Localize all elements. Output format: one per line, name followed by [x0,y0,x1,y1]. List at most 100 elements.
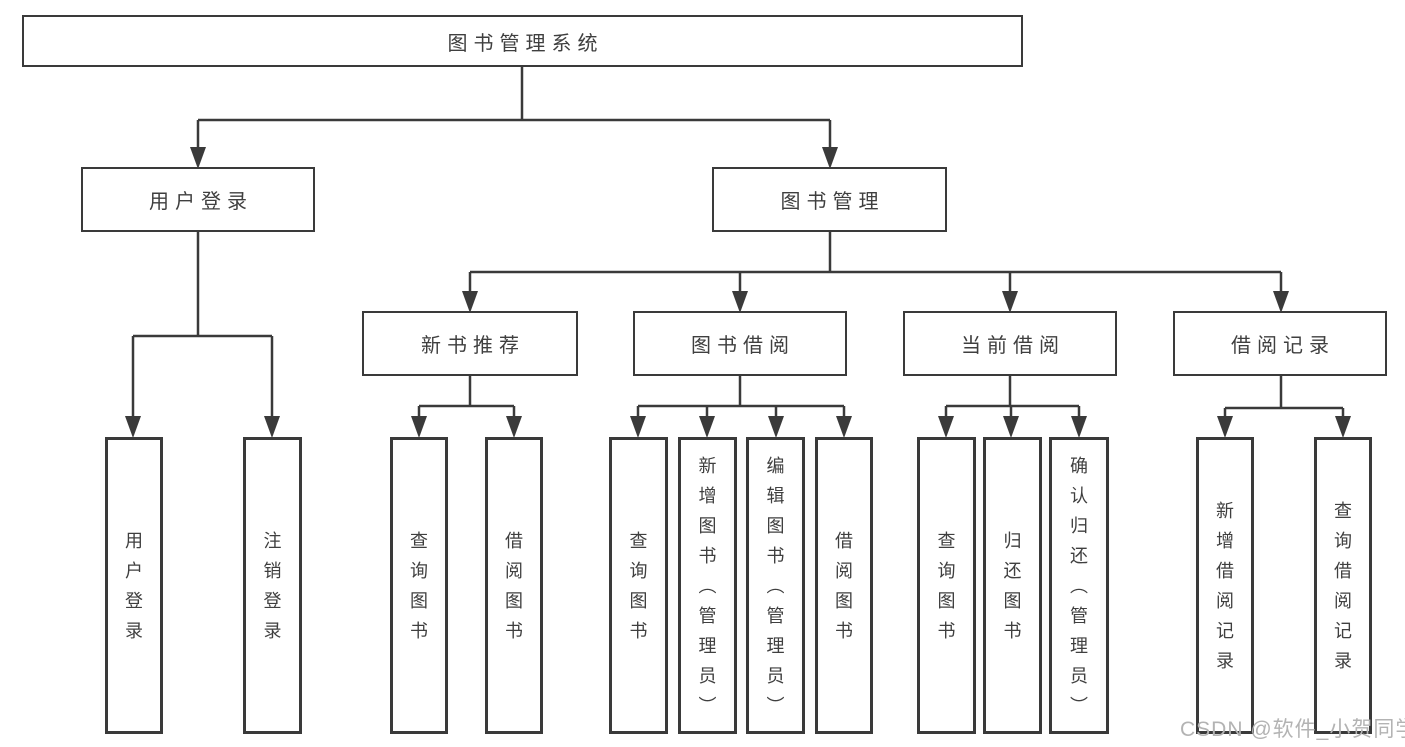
vertical-char: 书 [766,545,785,566]
vertical-char: 记 [1216,620,1234,641]
vertical-char: 图 [1003,590,1022,611]
vertical-char: 记 [1334,620,1352,641]
vertical-char: ︶ [698,695,717,716]
leaf-add-books-admin: 新增图书︵管理员︶ [678,437,737,734]
leaf-user-login: 用户登录 [105,437,163,734]
vertical-char: 书 [698,545,717,566]
vertical-char: 理 [698,635,717,656]
vertical-char: 询 [629,560,648,581]
leaf-return-books: 归还图书 [983,437,1042,734]
leaf-borrow-books-recommend: 借阅图书 [485,437,543,734]
vertical-char: 增 [698,485,717,506]
arrow-down-icon [630,416,646,438]
vertical-char: 理 [766,635,785,656]
leaf-logout: 注销登录 [243,437,302,734]
arrow-down-icon [1273,291,1289,313]
arrow-down-icon [462,291,478,313]
vertical-char: 借 [505,530,523,551]
vertical-char: 销 [263,560,282,581]
vertical-char: 管 [698,605,717,626]
arrow-down-icon [822,147,838,169]
vertical-char: 图 [410,590,428,611]
arrow-down-icon [1071,416,1087,438]
vertical-char: 注 [263,530,282,551]
vertical-char: 录 [125,620,143,641]
vertical-char: 图 [937,590,956,611]
arrow-down-icon [768,416,784,438]
vertical-char: 员 [766,665,785,686]
vertical-char: 登 [263,590,282,611]
vertical-char: 用 [125,530,143,551]
arrow-down-icon [1002,291,1018,313]
leaf-add-borrow-record: 新增借阅记录 [1196,437,1254,734]
arrowhead-icons [125,147,1351,438]
leaf-query-books-current: 查询图书 [917,437,976,734]
vertical-char: 辑 [766,485,785,506]
vertical-char: 询 [937,560,956,581]
arrow-down-icon [506,416,522,438]
arrow-down-icon [1003,416,1019,438]
vertical-char: 书 [835,620,853,641]
leaf-query-books-recommend: 查询图书 [390,437,448,734]
vertical-char: 查 [629,530,648,551]
vertical-char: ︵ [1070,575,1088,596]
vertical-char: 询 [410,560,428,581]
arrow-down-icon [190,147,206,169]
arrow-down-icon [938,416,954,438]
arrow-down-icon [732,291,748,313]
leaf-borrow-books: 借阅图书 [815,437,873,734]
vertical-char: 增 [1216,530,1234,551]
vertical-char: 阅 [1334,590,1352,611]
vertical-char: 录 [263,620,282,641]
branch-book-management: 图书管理 [712,167,947,232]
connector-lines [131,67,1345,417]
vertical-char: ︵ [766,575,785,596]
vertical-char: 查 [410,530,428,551]
vertical-char: 录 [1334,650,1352,671]
vertical-char: 书 [629,620,648,641]
leaf-confirm-return-admin: 确认归还︵管理员︶ [1049,437,1109,734]
group-new-book-recommendation: 新书推荐 [362,311,578,376]
watermark: CSDN @软件_小贺同学 [1180,718,1405,741]
vertical-char: 借 [835,530,853,551]
vertical-char: 归 [1003,530,1022,551]
vertical-char: 登 [125,590,143,611]
vertical-char: 图 [505,590,523,611]
arrow-down-icon [1335,416,1351,438]
root-node: 图书管理系统 [22,15,1023,67]
vertical-char: 管 [1070,605,1088,626]
vertical-char: 图 [698,515,717,536]
vertical-char: 确 [1070,455,1088,476]
vertical-char: 阅 [1216,590,1234,611]
vertical-char: 还 [1003,560,1022,581]
vertical-char: 还 [1070,545,1088,566]
vertical-char: 理 [1070,635,1088,656]
vertical-char: 书 [937,620,956,641]
arrow-down-icon [125,416,141,438]
leaf-query-borrow-record: 查询借阅记录 [1314,437,1372,734]
arrow-down-icon [1217,416,1233,438]
vertical-char: 阅 [505,560,523,581]
vertical-char: 书 [1003,620,1022,641]
vertical-char: 录 [1216,650,1234,671]
vertical-char: ︶ [766,695,785,716]
group-borrowing-records: 借阅记录 [1173,311,1387,376]
vertical-char: 认 [1070,485,1088,506]
vertical-char: 管 [766,605,785,626]
branch-user-login: 用户登录 [81,167,315,232]
vertical-char: 编 [766,455,785,476]
vertical-char: 查 [937,530,956,551]
leaf-edit-books-admin: 编辑图书︵管理员︶ [746,437,805,734]
vertical-char: 新 [1216,500,1234,521]
vertical-char: 查 [1334,500,1352,521]
vertical-char: 书 [410,620,428,641]
vertical-char: 员 [698,665,717,686]
vertical-char: ︶ [1070,695,1088,716]
vertical-char: 员 [1070,665,1088,686]
leaf-query-books-borrow: 查询图书 [609,437,668,734]
arrow-down-icon [836,416,852,438]
vertical-char: 新 [698,455,717,476]
vertical-char: 借 [1216,560,1234,581]
